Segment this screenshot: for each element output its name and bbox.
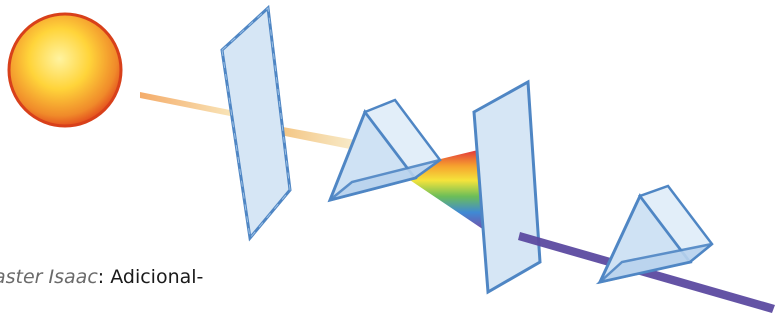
glass-panel-icon: [474, 82, 540, 292]
caption-text: Adicional-: [110, 266, 203, 288]
glass-panel-icon: [222, 8, 290, 238]
sun-icon: [9, 14, 121, 126]
caption: aster Isaac: Adicional-: [0, 266, 203, 288]
caption-speaker: aster Isaac: [0, 266, 98, 288]
prism-icon: [600, 186, 712, 282]
caption-separator: :: [98, 266, 104, 288]
